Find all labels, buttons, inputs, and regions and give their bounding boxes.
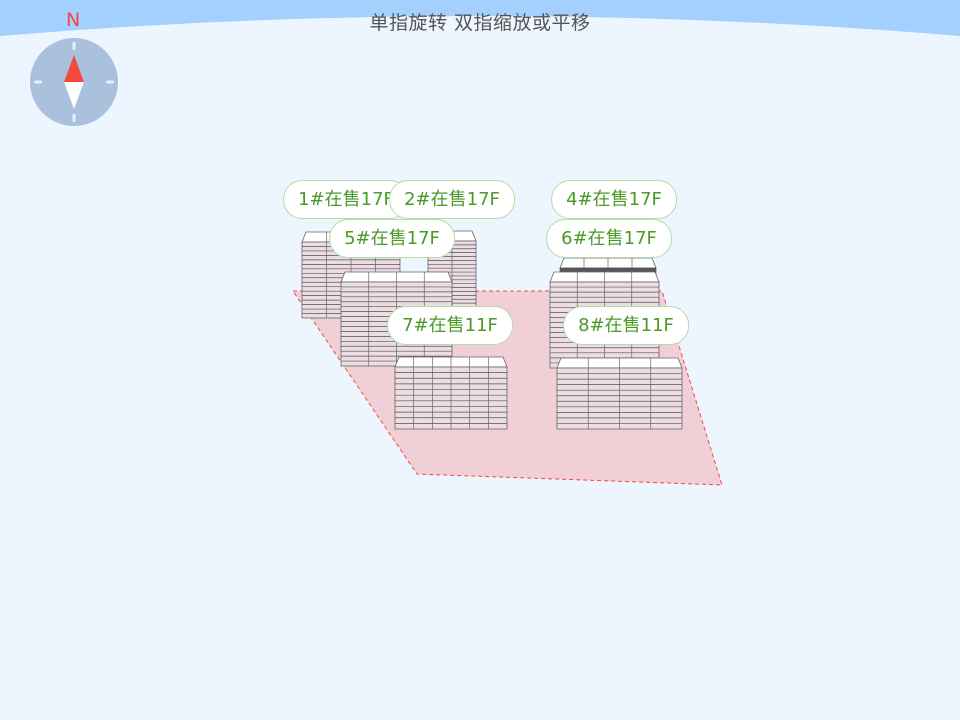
building-label-2[interactable]: 2#在售17F <box>389 180 515 219</box>
building-8[interactable] <box>556 357 683 430</box>
building-label-6[interactable]: 6#在售17F <box>546 219 672 258</box>
building-label-4[interactable]: 4#在售17F <box>551 180 677 219</box>
building-label-1[interactable]: 1#在售17F <box>283 180 409 219</box>
building-label-8[interactable]: 8#在售11F <box>563 306 689 345</box>
gesture-hint: 单指旋转 双指缩放或平移 <box>369 12 591 34</box>
compass-icon[interactable] <box>30 38 118 126</box>
building-label-7[interactable]: 7#在售11F <box>387 306 513 345</box>
north-label: N <box>66 9 81 31</box>
building-7[interactable] <box>394 356 508 430</box>
building-label-5[interactable]: 5#在售17F <box>329 219 455 258</box>
